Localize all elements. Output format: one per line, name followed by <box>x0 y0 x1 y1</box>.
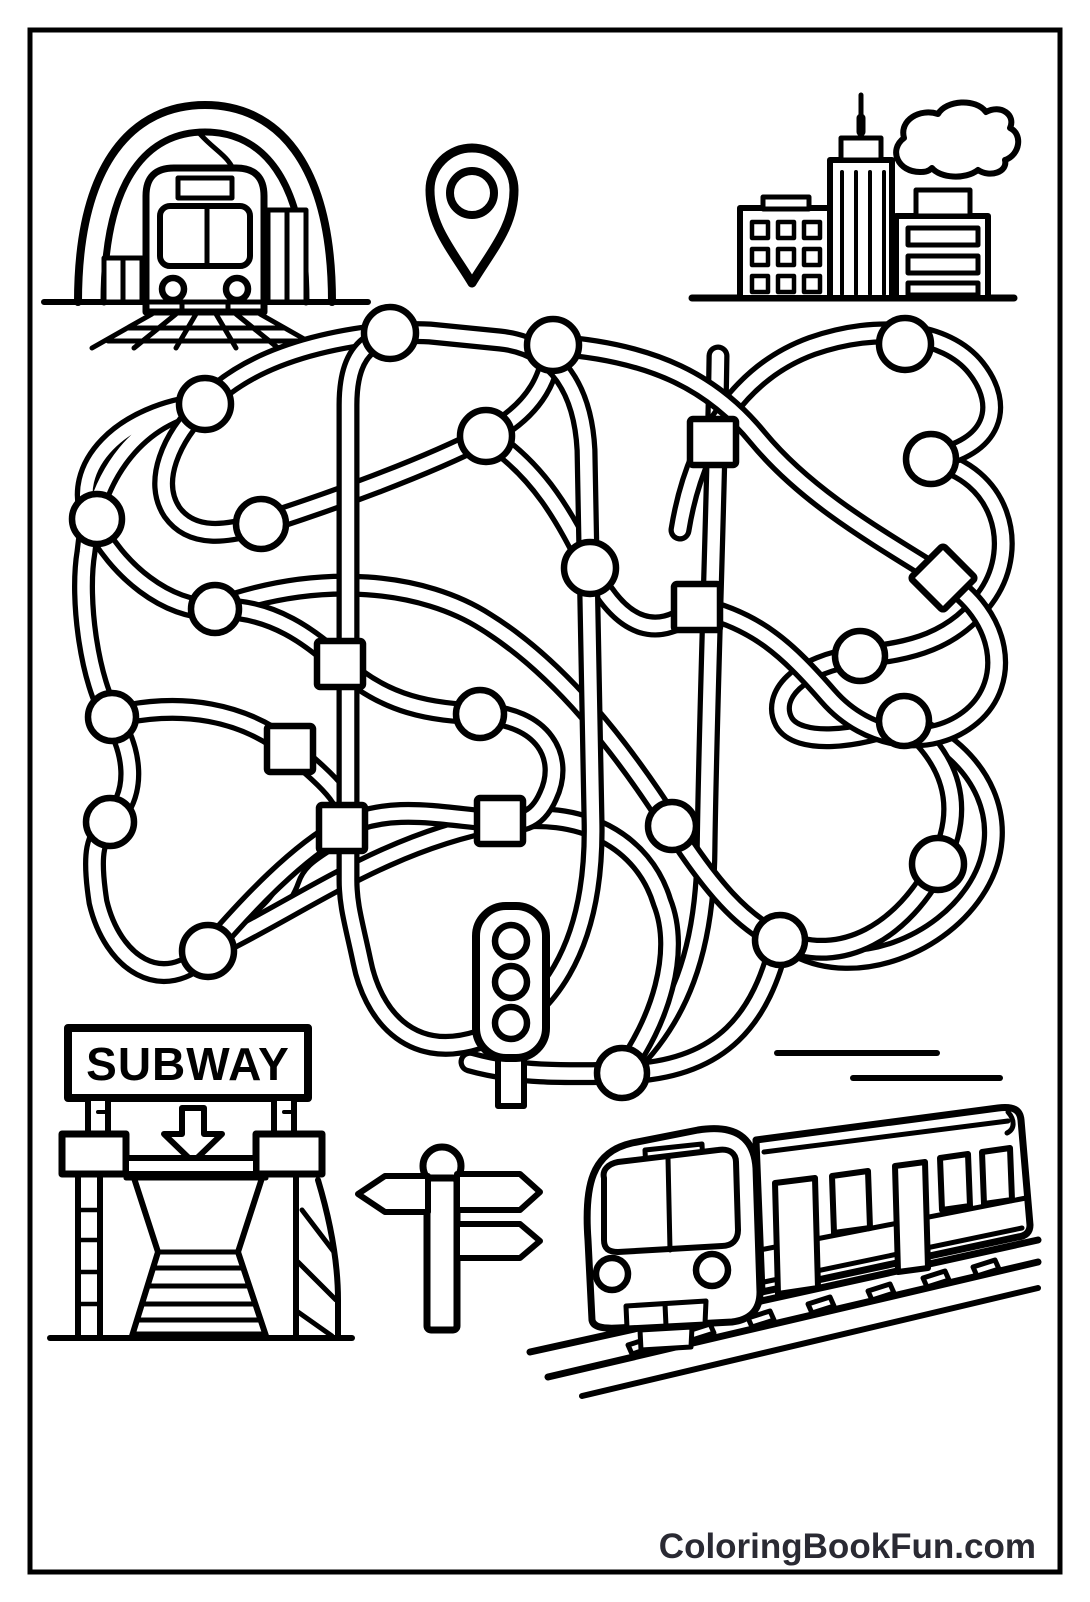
city-skyline-illustration <box>688 92 1022 302</box>
speed-lines <box>774 1050 1003 1081</box>
building-windows <box>749 219 823 295</box>
headlight <box>158 274 188 304</box>
headlight <box>592 1254 632 1294</box>
cloud-icon <box>893 99 1022 180</box>
maze-station-square <box>263 722 317 776</box>
traffic-light-icon <box>472 902 550 1109</box>
skyline-right-building <box>893 187 991 301</box>
traffic-light-lamp <box>491 962 531 1002</box>
location-pin-icon <box>425 143 519 288</box>
skyline-left-building <box>737 194 833 301</box>
headlight <box>692 1250 732 1290</box>
signpost-icon <box>355 1143 543 1334</box>
train-door <box>772 1175 821 1297</box>
maze-station-circle <box>84 689 140 745</box>
train-cab <box>583 1125 764 1353</box>
tunnel-tracks <box>89 311 323 351</box>
traffic-light-lamp <box>491 921 531 961</box>
maze-station-circle <box>82 794 138 850</box>
maze-station-square <box>686 415 740 469</box>
maze-station-circle <box>175 374 235 434</box>
page-border <box>27 27 1063 1575</box>
train-window <box>937 1151 973 1213</box>
maze-station-circle <box>875 692 933 750</box>
maze-station-circle <box>908 834 968 894</box>
maze-station-circle <box>560 538 620 598</box>
maze-station-circle <box>456 406 516 466</box>
pin-center-dot <box>446 167 498 219</box>
headlight <box>222 274 252 304</box>
skyline-tower <box>827 92 895 301</box>
destination-sign <box>175 175 235 201</box>
signpost-arrow-right <box>454 1171 543 1213</box>
maze-station-diamond <box>908 543 978 613</box>
maze-station-circle <box>902 430 960 488</box>
maze-station-circle <box>644 798 700 854</box>
tunnel-train-front <box>142 164 268 316</box>
entrance-frame <box>58 1130 326 1178</box>
maze-station-circle <box>68 490 126 548</box>
maze-station-square <box>313 637 367 691</box>
maze-station-circle <box>875 314 935 374</box>
subway-map-maze <box>68 303 1003 1109</box>
maze-station-circle <box>232 495 290 553</box>
maze-line <box>553 345 997 737</box>
maze-station-circle <box>187 581 243 637</box>
maze-station-circle <box>523 315 583 375</box>
footer-watermark: ColoringBookFun.com <box>659 1527 1036 1566</box>
maze-station-circle <box>178 921 238 981</box>
maze-station-square <box>473 794 527 848</box>
maze-station-square <box>315 801 369 855</box>
subway-train-illustration <box>526 1104 1042 1399</box>
maze-station-square <box>670 580 724 634</box>
train-body <box>752 1104 1034 1297</box>
train-window <box>979 1145 1015 1207</box>
maze-stations <box>68 303 978 1102</box>
tunnel-train-illustration <box>41 101 371 351</box>
subway-sign-board <box>64 1024 312 1102</box>
maze-station-circle <box>452 686 508 742</box>
signpost-arrow-left <box>355 1173 431 1215</box>
maze-station-circle <box>831 627 889 685</box>
subway-entrance-illustration: SUBWAY <box>47 1024 355 1341</box>
traffic-light-lamp <box>491 1003 531 1043</box>
entrance-stairs <box>47 1171 355 1341</box>
maze-station-circle <box>751 911 809 969</box>
train-window <box>829 1168 873 1236</box>
tunnel-wall-panels <box>101 207 309 305</box>
signpost-pole <box>423 1174 461 1334</box>
signpost-arrow-right <box>454 1221 543 1261</box>
train-door <box>892 1159 931 1275</box>
maze-station-circle <box>593 1044 651 1102</box>
down-arrow-icon <box>161 1105 225 1165</box>
subway-sign-text: SUBWAY <box>86 1038 290 1090</box>
maze-station-circle <box>360 303 420 363</box>
